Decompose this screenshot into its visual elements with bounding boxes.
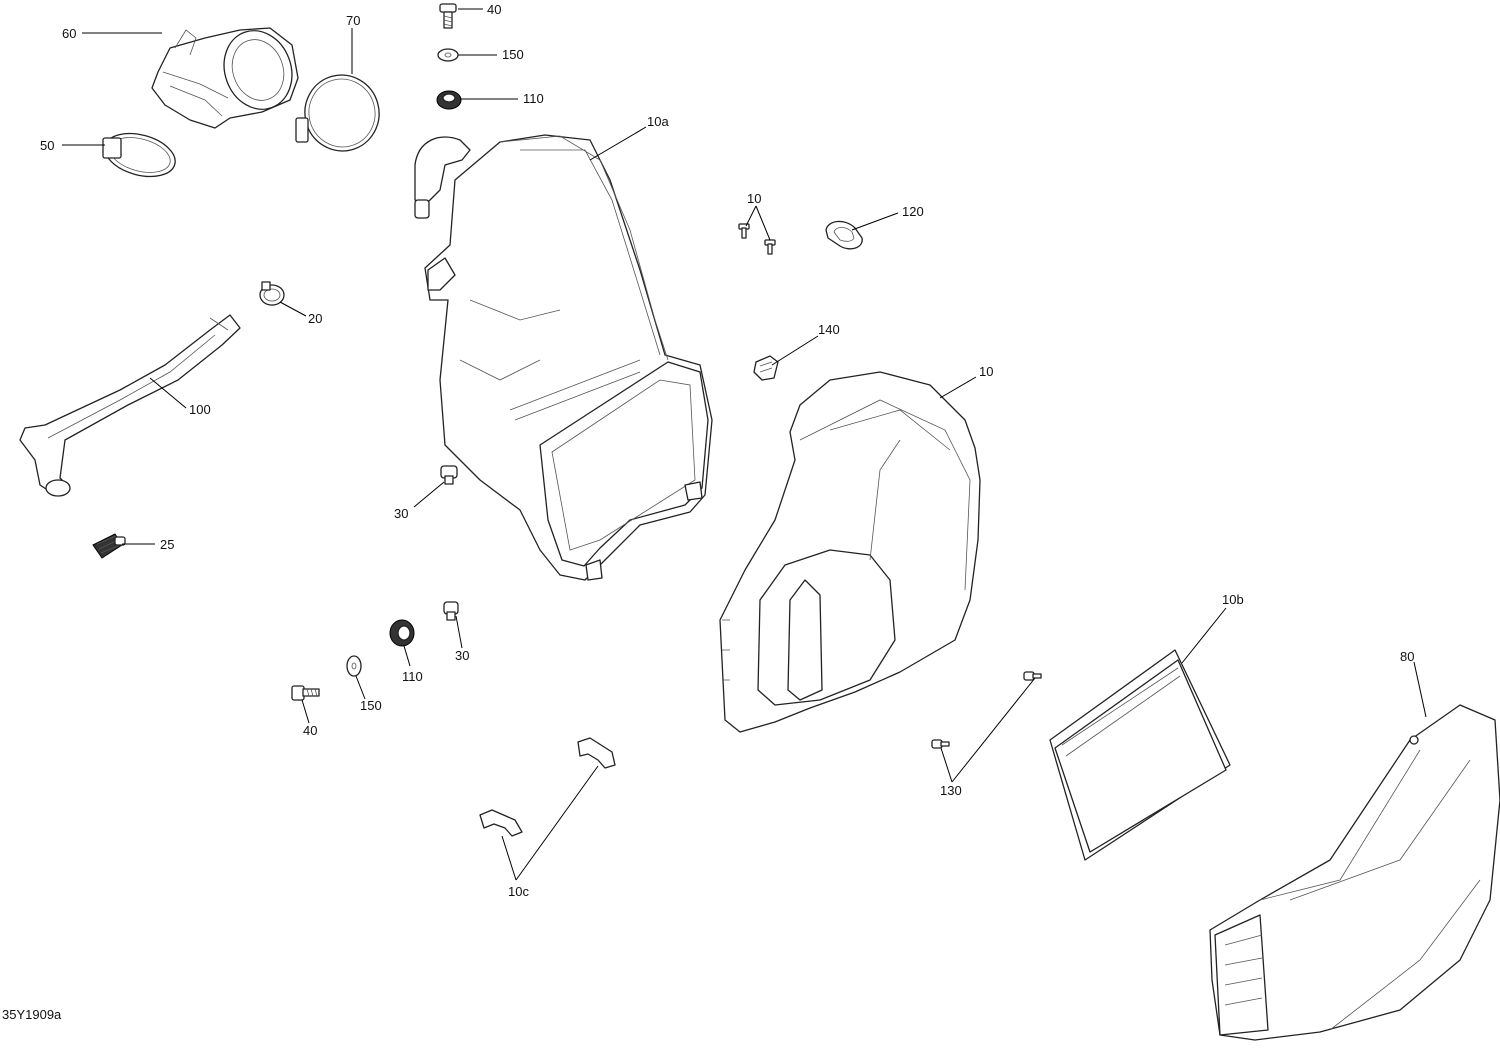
callout-50: 50	[40, 138, 54, 153]
part-150-washer-lower	[346, 655, 362, 677]
part-10b-air-filter	[1049, 649, 1231, 861]
callout-140: 140	[818, 322, 840, 337]
diagram-reference-code: 35Y1909a	[2, 1007, 62, 1022]
callout-25: 25	[160, 537, 174, 552]
part-40-bolt-lower	[291, 685, 320, 701]
part-50-hose-clamp	[102, 132, 176, 178]
part-10-airbox-lower	[719, 371, 981, 733]
callout-100: 100	[189, 402, 211, 417]
callout-30-lower: 30	[455, 648, 469, 663]
callout-40-lower: 40	[303, 723, 317, 738]
part-110-grommet-lower	[389, 619, 415, 647]
callout-70: 70	[346, 13, 360, 28]
callout-10b: 10b	[1222, 592, 1244, 607]
callout-10-screws: 10	[747, 191, 761, 206]
part-80-intake-cover	[1209, 704, 1500, 1041]
leader-lines	[62, 8, 1427, 881]
part-30-clip-nut-upper	[440, 465, 458, 485]
callout-110-top: 110	[523, 91, 544, 106]
part-140-clip	[753, 355, 779, 381]
callout-150-top: 150	[502, 47, 524, 62]
part-10a-airbox-housing	[414, 134, 713, 581]
part-10c-brackets	[479, 737, 616, 837]
callout-30-upper: 30	[394, 506, 408, 521]
callout-120: 120	[902, 204, 924, 219]
part-120-grommet	[825, 220, 863, 250]
callout-150-lower: 150	[360, 698, 382, 713]
callout-10c: 10c	[508, 884, 529, 899]
callout-labels: 60 70 40 150 110 10a 50 10 120 20 140 10…	[40, 2, 1414, 899]
callout-20: 20	[308, 311, 322, 326]
part-70-hose-clamp	[295, 74, 380, 152]
part-150-washer-top	[437, 48, 459, 62]
callout-60: 60	[62, 26, 76, 41]
callout-130: 130	[940, 783, 962, 798]
callout-10a: 10a	[647, 114, 669, 129]
part-130-screws	[931, 671, 1042, 749]
part-40-bolt-top	[439, 3, 457, 29]
part-100-drain-hose	[19, 314, 241, 497]
part-110-grommet-top	[436, 90, 462, 110]
part-60-intake-adaptor	[151, 27, 299, 129]
part-25-spring-fitting	[92, 533, 126, 559]
callout-10-lower: 10	[979, 364, 993, 379]
callout-80: 80	[1400, 649, 1414, 664]
callout-110-lower: 110	[402, 669, 423, 684]
part-30-clip-nut-lower	[443, 601, 459, 621]
part-20-small-clamp	[259, 281, 285, 306]
callout-40-top: 40	[487, 2, 501, 17]
